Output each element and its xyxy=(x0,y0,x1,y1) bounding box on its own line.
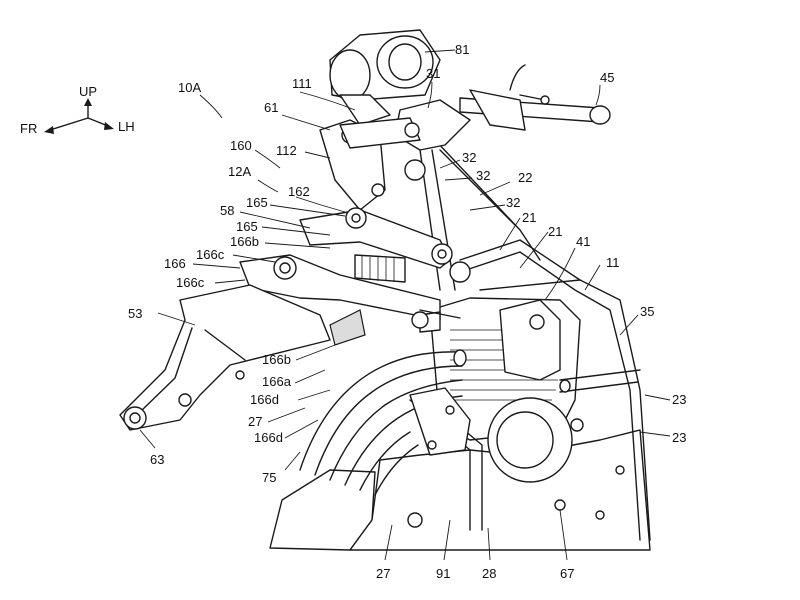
shock-absorber xyxy=(354,254,406,283)
ref-label: 22 xyxy=(518,170,532,185)
cover-bolt-a xyxy=(570,418,584,432)
meter-bracket-111 xyxy=(339,94,391,126)
label-fr: FR xyxy=(20,121,37,136)
ref-label: 81 xyxy=(455,42,469,57)
orientation-compass: UP FR LH xyxy=(20,84,135,136)
ref-label: 45 xyxy=(600,70,614,85)
brake-master-cylinder xyxy=(469,89,526,131)
brake-lever xyxy=(509,64,526,91)
bracket-assembly-160 xyxy=(319,117,421,211)
ref-label: 166b xyxy=(230,234,259,249)
ref-label: 53 xyxy=(128,306,142,321)
ref-label: 23 xyxy=(672,430,686,445)
ref-label: 21 xyxy=(548,224,562,239)
ref-label: 27 xyxy=(376,566,390,581)
frame-cross-23 xyxy=(559,369,641,381)
bracket-166b xyxy=(329,309,366,346)
frame-tube-22 xyxy=(434,139,541,261)
ref-label: 166c xyxy=(196,247,225,262)
ref-label: 166c xyxy=(176,275,205,290)
ref-label: 32 xyxy=(462,150,476,165)
exhaust-pipes xyxy=(299,309,483,531)
ref-label: 166b xyxy=(262,352,291,367)
ref-label: 32 xyxy=(476,168,490,183)
ref-label: 35 xyxy=(640,304,654,319)
label-lh: LH xyxy=(118,119,135,134)
ref-label: 165 xyxy=(236,219,258,234)
crankcase-bolt-c xyxy=(595,510,605,520)
ref-label: 28 xyxy=(482,566,496,581)
exhaust-pipe-3 xyxy=(359,431,411,491)
ref-label: 61 xyxy=(264,100,278,115)
ref-label: 58 xyxy=(220,203,234,218)
ref-label: 111 xyxy=(292,76,312,91)
bolt-41 xyxy=(529,314,545,330)
ref-label: 166d xyxy=(254,430,283,445)
handlebar-grip-end xyxy=(589,105,611,125)
main-frame-11 xyxy=(459,239,651,541)
ref-label: 166a xyxy=(262,374,292,389)
engine-assembly xyxy=(269,297,651,551)
ref-label: 75 xyxy=(262,470,276,485)
ref-label: 31 xyxy=(426,66,440,81)
bracket-61 xyxy=(339,117,421,149)
frame-cross-35 xyxy=(479,279,581,291)
ref-label: 112 xyxy=(276,143,297,158)
exhaust-pipe-1 xyxy=(299,351,461,471)
meter-unit-81 xyxy=(329,29,441,126)
lh-arrow xyxy=(87,117,109,127)
ref-label: 162 xyxy=(288,184,310,199)
ref-label: 21 xyxy=(522,210,536,225)
crankcase-bolt-b xyxy=(615,465,625,475)
ref-label: 11 xyxy=(606,255,620,270)
swing-arm-53 xyxy=(119,284,331,431)
ref-label: 63 xyxy=(150,452,164,467)
ref-label: 166 xyxy=(164,256,186,271)
fr-arrowhead-icon xyxy=(44,126,54,134)
fr-arrow xyxy=(49,117,89,131)
swing-arm-body xyxy=(119,284,331,431)
ref-label: 27 xyxy=(248,414,262,429)
ref-label: 166d xyxy=(250,392,279,407)
ref-label: 12A xyxy=(228,164,251,179)
leader-lines xyxy=(139,49,671,561)
link-mechanism xyxy=(239,207,471,346)
reference-labels: 10A 160 12A 111 81 31 45 61 112 162 32 3… xyxy=(128,42,686,581)
generator-cover-inner xyxy=(496,411,554,469)
ref-label: 165 xyxy=(246,195,268,210)
ref-label: 160 xyxy=(230,138,252,153)
cylinder-head-cover xyxy=(499,299,561,381)
ref-label: 23 xyxy=(672,392,686,407)
bracket-plate xyxy=(409,387,471,456)
cover-bolt-b xyxy=(554,499,566,511)
ref-label: 32 xyxy=(506,195,520,210)
exhaust-pipe-2 xyxy=(329,379,463,481)
ref-label: 10A xyxy=(178,80,201,95)
ref-label: 67 xyxy=(560,566,574,581)
up-arrowhead-icon xyxy=(84,98,92,106)
ref-label: 91 xyxy=(436,566,450,581)
label-up: UP xyxy=(79,84,97,99)
crankcase-bolt xyxy=(407,512,423,528)
ref-label: 41 xyxy=(576,234,590,249)
steering-stem xyxy=(404,159,426,181)
meter-gauge-left xyxy=(329,49,371,101)
lh-arrowhead-icon xyxy=(104,122,114,130)
